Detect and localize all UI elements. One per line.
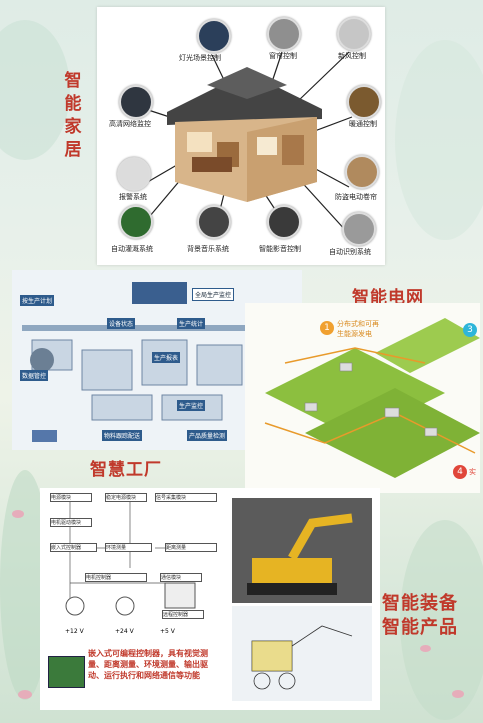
diagram-box: 远程控制器 (162, 610, 204, 619)
curtain-icon (267, 17, 301, 51)
flower-petal (452, 690, 464, 698)
flower-petal (18, 690, 32, 699)
diagram-lines (65, 500, 196, 616)
title-char: 能 (64, 94, 82, 114)
background-leaf (400, 520, 483, 720)
lighting-icon (197, 19, 231, 53)
diagram-box: 嵌入式控制器 (50, 543, 97, 552)
voltage-label: +5 V (160, 628, 175, 635)
smart-grid-panel: 1 分布式和可再 生能源发电 3 4 实 (245, 303, 480, 493)
diagram-box: 距离测量 (165, 543, 217, 552)
irrigation-icon (119, 205, 153, 239)
item-label: 背景音乐系统 (187, 245, 229, 253)
fresh-air-icon (337, 17, 371, 51)
smart-equipment-title: 智能装备 智能产品 (382, 592, 458, 640)
robot-photo (232, 498, 372, 603)
factory-label: 物料跟踪配送 (102, 430, 143, 441)
item-label: 暖通控制 (349, 120, 377, 128)
title-char: 家 (64, 117, 82, 137)
flower-petal (12, 510, 24, 518)
step-badge: 4 (453, 465, 467, 479)
item-label: 自动灌溉系统 (111, 245, 153, 253)
grid-label: 分布式和可再 (337, 320, 379, 328)
factory-label: 全局生产监控 (192, 288, 235, 301)
title-line: 智能产品 (382, 617, 458, 638)
factory-label: 产品质量检测 (187, 430, 228, 441)
title-line: 智能装备 (382, 593, 458, 614)
grid-illustration (264, 318, 480, 478)
hvac-icon (347, 85, 381, 119)
diagram-box: 电源模块 (50, 493, 92, 502)
smart-home-title: 智 能 家 居 (64, 70, 82, 162)
plc-board-image (48, 656, 85, 688)
diagram-box: 稳定电源模块 (105, 493, 147, 502)
robot-illustration (232, 498, 372, 603)
title-char: 智 (64, 71, 82, 91)
item-label: 自动识别系统 (329, 248, 371, 256)
grid-label: 实 (469, 468, 476, 476)
item-label: 窗帘控制 (269, 52, 297, 60)
title-char: 居 (64, 140, 82, 160)
factory-label: 设备状态 (107, 318, 136, 329)
house-illustration (138, 51, 353, 233)
diagram-box: 电机控制器 (85, 573, 147, 582)
item-label: 防盗电动卷帘 (335, 193, 377, 201)
step-badge: 1 (320, 321, 334, 335)
robot-schematic (232, 606, 372, 701)
item-label: 新风控制 (338, 52, 366, 60)
factory-label: 生产统计 (177, 318, 206, 329)
item-label: 高清网络监控 (109, 120, 151, 128)
music-icon (197, 205, 231, 239)
factory-label: 按生产计划 (20, 295, 55, 306)
diagram-box: 信号采集模块 (155, 493, 217, 502)
plc-caption: 嵌入式可编程控制器，具有视觉测量、距离测量、环境测量、输出驱动、运行执行和网络通… (88, 649, 208, 680)
diagram-box: 环境测量 (105, 543, 152, 552)
factory-label: 生产监控 (177, 400, 206, 411)
flower-petal (420, 645, 431, 652)
voltage-label: +12 V (65, 628, 84, 635)
item-label: 灯光场景控制 (179, 54, 221, 62)
item-label: 报警系统 (119, 193, 147, 201)
background-leaf (0, 20, 70, 160)
diagram-box: 电机驱动模块 (50, 518, 92, 527)
grid-label: 生能源发电 (337, 330, 372, 338)
voltage-label: +24 V (115, 628, 134, 635)
smart-factory-title: 智慧工厂 (90, 460, 162, 480)
alarm-icon (117, 157, 151, 191)
recognition-icon (342, 212, 376, 246)
item-label: 智能影音控制 (259, 245, 301, 253)
factory-label: 生产报表 (152, 352, 181, 363)
smart-equipment-panel: 电源模块 稳定电源模块 信号采集模块 电机驱动模块 嵌入式控制器 环境测量 距离… (40, 488, 380, 710)
control-diagram: 电源模块 稳定电源模块 信号采集模块 电机驱动模块 嵌入式控制器 环境测量 距离… (40, 488, 225, 710)
av-icon (267, 205, 301, 239)
camera-icon (119, 85, 153, 119)
smart-home-panel: 灯光场景控制 窗帘控制 新风控制 高清网络监控 暖通控制 报警系统 防盗电动卷帘… (97, 7, 385, 265)
schematic-illustration (251, 625, 353, 690)
diagram-box: 通信模块 (160, 573, 202, 582)
background-leaf (395, 40, 483, 240)
step-badge: 3 (463, 323, 477, 337)
shutter-icon (345, 155, 379, 189)
factory-label: 数据管控 (20, 370, 49, 381)
